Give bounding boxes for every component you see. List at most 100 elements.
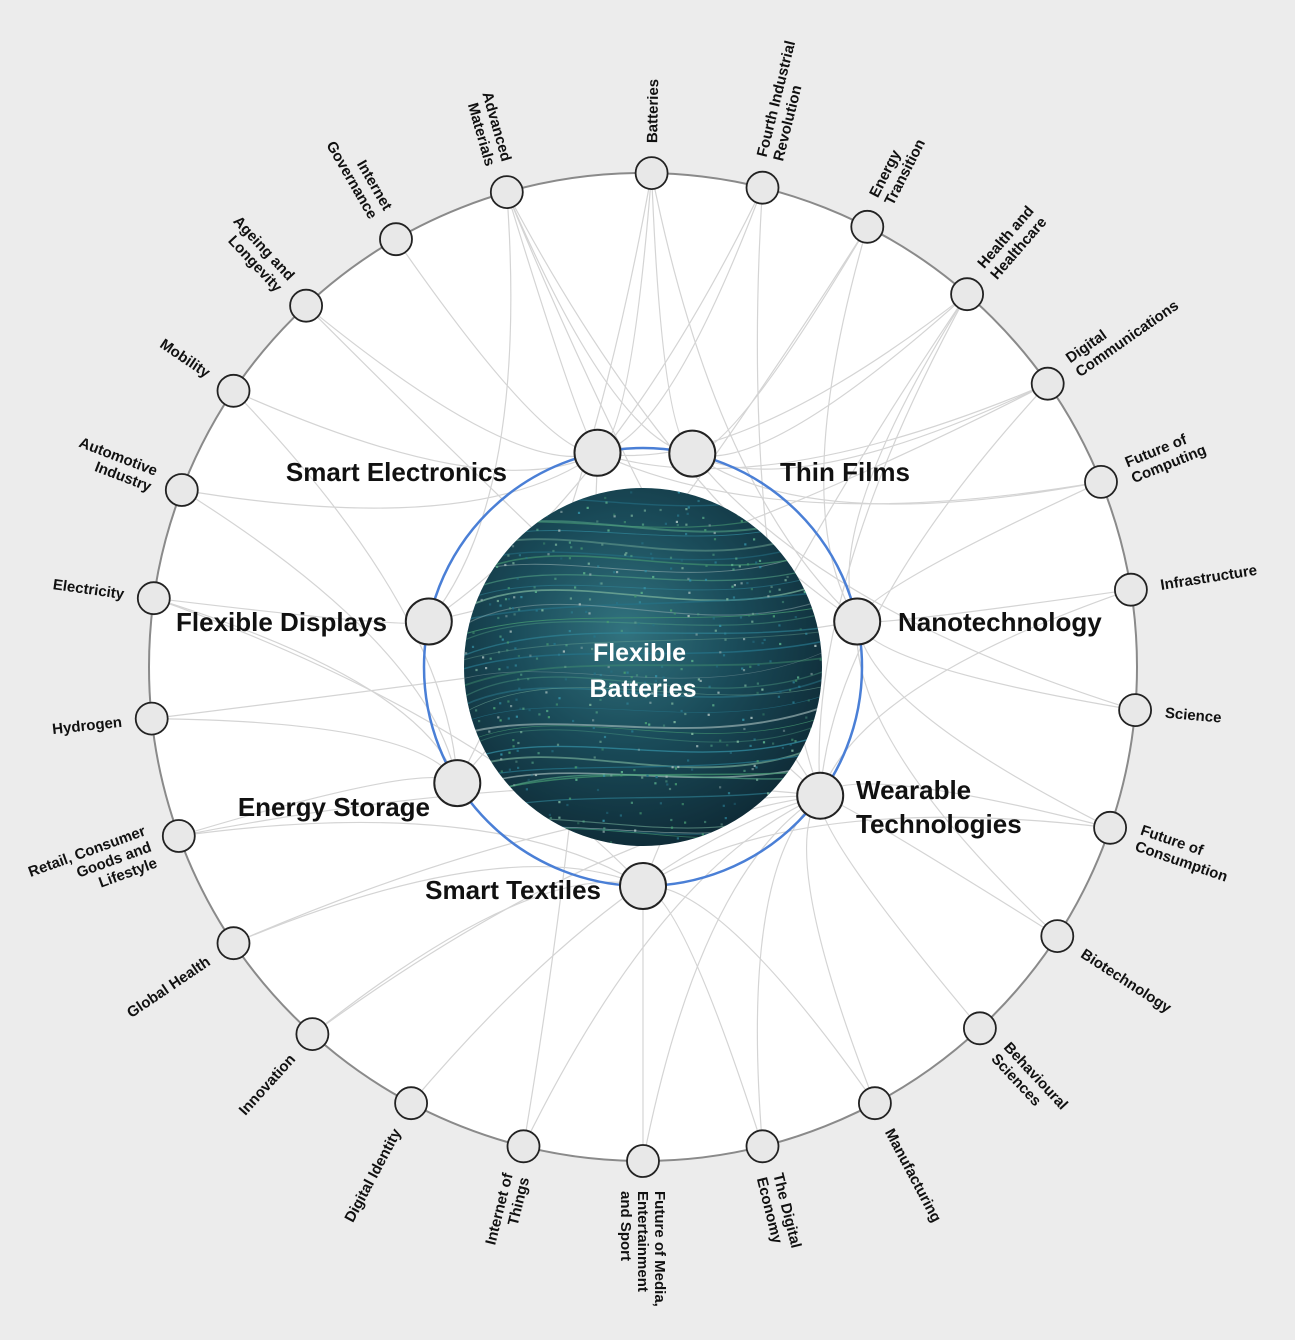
circuit-dot [507, 554, 510, 557]
circuit-dot [513, 784, 516, 787]
outer-node-circle[interactable] [1118, 693, 1152, 727]
outer-node-circle[interactable] [216, 373, 251, 408]
outer-node-future-of-computing[interactable]: Future ofComputing [1084, 426, 1209, 499]
outer-node-internet-of-things[interactable]: Internet ofThings [482, 1129, 541, 1250]
outer-node-digital-communications[interactable]: DigitalCommunications [1030, 283, 1182, 401]
outer-node-label: DigitalCommunications [1063, 283, 1182, 381]
outer-node-global-health[interactable]: Global Health [124, 926, 251, 1022]
outer-node-circle[interactable] [858, 1086, 892, 1121]
inner-node-energy-storage[interactable]: Energy Storage [238, 759, 482, 822]
outer-node-circle[interactable] [745, 170, 780, 205]
circuit-dot [685, 532, 688, 536]
outer-node-circle[interactable] [1093, 810, 1127, 845]
outer-node-circle[interactable] [394, 1086, 429, 1121]
outer-node-circle[interactable] [506, 1129, 541, 1164]
outer-node-science[interactable]: Science [1118, 693, 1222, 727]
inner-node-label-line: Thin Films [780, 457, 910, 487]
circuit-dot [645, 675, 648, 678]
inner-node-flexible-displays[interactable]: Flexible Displays [176, 597, 453, 646]
inner-node-circle[interactable] [619, 862, 667, 910]
outer-node-circle[interactable] [136, 581, 171, 616]
outer-node-ageing-and-longevity[interactable]: Ageing andLongevity [217, 213, 324, 323]
outer-node-circle[interactable] [1084, 464, 1118, 499]
outer-node-circle[interactable] [216, 926, 251, 961]
outer-node-batteries[interactable]: Batteries [634, 79, 669, 191]
outer-node-circle[interactable] [1114, 572, 1148, 607]
circuit-dot [533, 586, 536, 589]
link-biotechnology-nanotechnology [856, 621, 1058, 937]
outer-node-digital-identity[interactable]: Digital Identity [341, 1086, 429, 1225]
inner-node-nanotechnology[interactable]: Nanotechnology [833, 597, 1102, 646]
outer-node-circle[interactable] [289, 288, 324, 323]
outer-node-infrastructure[interactable]: Infrastructure [1114, 562, 1258, 607]
inner-node-circle[interactable] [404, 597, 453, 646]
outer-node-future-of-consumption[interactable]: Future ofConsumption [1093, 810, 1235, 886]
outer-node-circle[interactable] [745, 1129, 780, 1164]
circuit-dot [637, 623, 640, 626]
outer-node-fourth-industrial-revolution[interactable]: Fourth IndustrialRevolution [745, 39, 816, 205]
circuit-dot [767, 792, 770, 795]
outer-node-label-line: Innovation [236, 1051, 299, 1119]
outer-node-circle[interactable] [379, 222, 413, 257]
outer-node-circle[interactable] [489, 175, 524, 210]
circuit-dot [797, 676, 800, 679]
outer-node-circle[interactable] [626, 1144, 660, 1178]
circuit-dot [807, 699, 810, 702]
outer-node-electricity[interactable]: Electricity [52, 576, 171, 616]
outer-node-circle[interactable] [963, 1011, 997, 1046]
outer-node-hydrogen[interactable]: Hydrogen [51, 701, 169, 738]
inner-node-circle[interactable] [796, 771, 845, 820]
inner-node-circle[interactable] [833, 597, 882, 646]
outer-node-circle[interactable] [295, 1017, 330, 1051]
outer-node-label: EnergyTransition [866, 129, 929, 208]
circuit-dot [558, 697, 561, 700]
circuit-dot [662, 724, 666, 727]
outer-node-retail-consumer-goods[interactable]: Retail, ConsumerGoods andLifestyle [26, 819, 196, 913]
outer-node-circle[interactable] [164, 473, 199, 507]
circuit-dot [767, 595, 770, 598]
circuit-dot [554, 577, 557, 580]
outer-node-manufacturing[interactable]: Manufacturing [858, 1086, 945, 1225]
outer-node-circle[interactable] [161, 819, 196, 853]
inner-node-smart-electronics[interactable]: Smart Electronics [286, 428, 622, 487]
circuit-dot [743, 727, 746, 731]
outer-node-circle[interactable] [1040, 919, 1075, 953]
inner-node-circle[interactable] [433, 759, 482, 808]
circuit-dot [631, 730, 634, 733]
circuit-dot [727, 792, 731, 795]
outer-node-automotive-industry[interactable]: AutomotiveIndustry [71, 434, 199, 507]
outer-node-internet-governance[interactable]: InternetGovernance [322, 130, 413, 257]
circuit-dot [708, 524, 711, 527]
outer-node-innovation[interactable]: Innovation [236, 1017, 330, 1119]
circuit-dot [669, 556, 673, 559]
circuit-dot [670, 818, 673, 822]
outer-node-advanced-materials[interactable]: AdvancedMaterials [462, 90, 524, 210]
circuit-dot [795, 679, 798, 682]
outer-node-mobility[interactable]: Mobility [157, 336, 251, 408]
outer-node-biotechnology[interactable]: Biotechnology [1040, 919, 1175, 1017]
inner-node-circle[interactable] [573, 428, 622, 477]
circuit-dot [641, 523, 645, 526]
outer-node-future-of-media[interactable]: Future of Media,Entertainmentand Sport [617, 1144, 668, 1307]
circuit-dot [651, 557, 654, 560]
outer-node-energy-transition[interactable]: EnergyTransition [850, 129, 929, 244]
outer-node-circle[interactable] [950, 277, 984, 312]
outer-node-circle[interactable] [134, 701, 169, 736]
circuit-dot [504, 563, 507, 567]
outer-node-health-and-healthcare[interactable]: Health andHealthcare [950, 203, 1050, 312]
circuit-dot [508, 607, 512, 610]
inner-node-circle[interactable] [668, 429, 717, 478]
outer-node-behavioural-sciences[interactable]: BehaviouralSciences [963, 1011, 1071, 1125]
outer-node-circle[interactable] [850, 209, 885, 244]
circuit-dot [634, 595, 637, 598]
circuit-dot [507, 587, 510, 590]
outer-node-circle[interactable] [1030, 366, 1065, 401]
inner-node-thin-films[interactable]: Thin Films [668, 429, 910, 487]
circuit-dot [746, 563, 750, 566]
circuit-dot [599, 673, 602, 677]
inner-node-smart-textiles[interactable]: Smart Textiles [425, 862, 667, 910]
outer-node-circle[interactable] [634, 156, 669, 191]
outer-node-the-digital-economy[interactable]: The DigitalEconomy [745, 1129, 805, 1254]
circuit-dot [602, 773, 605, 776]
